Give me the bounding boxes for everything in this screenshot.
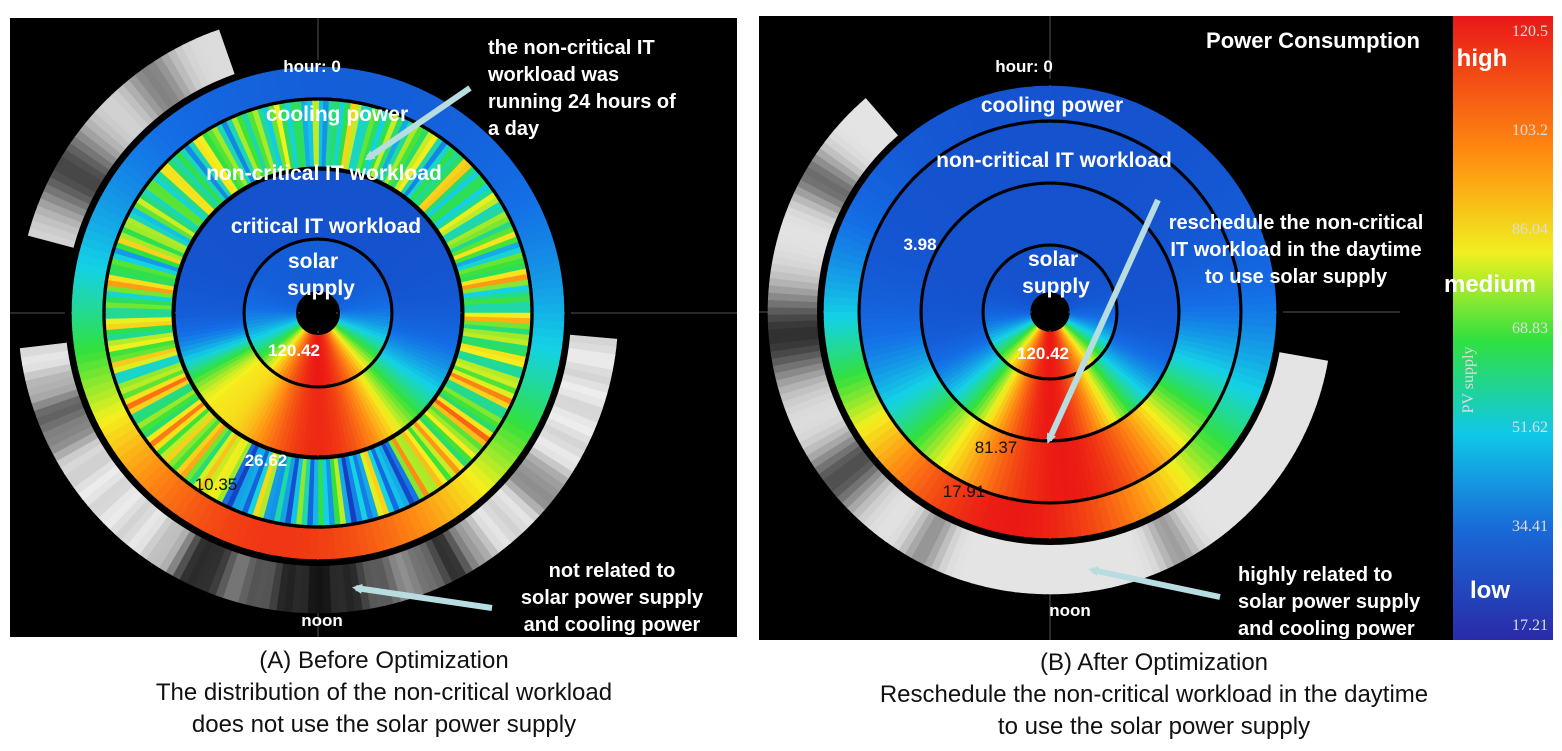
panel-b-value-label: 3.98 [903,235,936,254]
ring-separator [171,166,465,460]
ring-separator [857,119,1243,505]
panel-a-value-label: 10.35 [195,475,238,494]
colorbar-axis-label: PV supply [1460,347,1477,414]
panel-b-ring-label-cooling: cooling power [981,94,1123,117]
colorbar-level-medium: medium [1444,271,1536,298]
panel-a-caption-line: (A) Before Optimization [259,647,509,674]
panel-a-ring-label-noncritical: non-critical IT workload [206,162,442,185]
colorbar-ticks: 120.5 103.2 86.04 68.83 51.62 34.41 17.21 [1512,23,1548,634]
panel-b-annotation-highly-related: highly related to solar power supply and c… [1238,564,1421,640]
colorbar-tick-label: 51.62 [1512,419,1548,436]
ring-separator [65,60,571,566]
annotation-line: solar power supply [1238,591,1421,613]
panel-a-noon-label: noon [301,611,343,630]
panel-b-caption: (B) After Optimization Reschedule the no… [760,647,1548,743]
panel-a-supply-word: supply [287,277,355,300]
heatmap-cell [1241,303,1277,314]
annotation-line: highly related to [1238,564,1392,586]
colorbar-level-low: low [1470,577,1510,604]
panel-b-value-label: 17.91 [943,482,986,501]
colorbar-tick-label: 103.2 [1512,122,1548,139]
panel-b-arrow-top [1046,198,1161,444]
colorbar-level-high: high [1457,45,1508,72]
panel-a-caption-line: does not use the solar power supply [191,711,577,738]
annotation-line: IT workload in the daytime [1170,239,1421,261]
panel-b-solar-word: solar [1028,248,1078,271]
panel-b-noon-label: noon [1049,601,1091,620]
panel-b-hour-label: hour: 0 [995,57,1053,76]
panel-a-solar-word: solar [288,250,338,273]
annotation-line: the non-critical IT [488,37,655,59]
annotation-line: not related to [549,560,676,582]
panel-b-caption-line: to use the solar power supply [997,713,1311,740]
panel-a-ring-label-solar: solar supply [287,250,355,300]
panel-a-radial-heatmap [19,29,618,614]
panel-a-caption: (A) Before Optimization The distribution… [10,645,758,741]
heatmap-cell [309,66,320,98]
colorbar-tick-label: 86.04 [1512,221,1548,238]
colorbar-gradient [1453,16,1553,640]
annotation-line: and cooling power [524,614,701,636]
panel-a-arrow-bottom [352,583,493,611]
panel-a-value-label: 26.62 [245,451,288,470]
center-hole [1032,294,1068,330]
annotation-line: running 24 hours of [488,91,676,113]
panel-a-arrow-top [364,85,472,161]
heatmap-cell [823,310,859,321]
panel-a-annotation-noncritical: the non-critical IT workload was running 2… [487,37,676,140]
heatmap-cell [533,304,565,315]
panel-b-supply-word: supply [1022,275,1090,298]
annotation-line: solar power supply [521,587,704,609]
heatmap-cell [316,528,327,560]
colorbar-tick-label: 68.83 [1512,320,1548,337]
annotation-line: a day [488,118,540,140]
colorbar-tick-label: 34.41 [1512,518,1548,535]
annotation-line: reschedule the non-critical [1169,212,1424,234]
colorbar-tick-label: 120.5 [1512,23,1548,40]
center-hole [300,295,336,331]
panel-b-caption-line: Reschedule the non-critical workload in … [879,681,1429,708]
panel-a-annotation-not-related: not related to solar power supply and cool… [521,560,704,636]
annotation-line: to use solar supply [1205,266,1388,288]
panel-b-annotation-reschedule: reschedule the non-critical IT workload i… [1169,212,1424,288]
annotation-line: workload was [487,64,619,86]
ring-separator [242,237,394,389]
annotation-line: and cooling power [1238,618,1415,640]
panel-b-caption-line: (B) After Optimization [1039,649,1269,676]
panel-a-ring-label-critical: critical IT workload [231,215,421,238]
panel-b-value-label: 81.37 [975,438,1018,457]
panel-b-arrow-bottom [1088,566,1221,600]
heatmap-cell [1048,503,1059,539]
colorbar-tick-label: 17.21 [1512,617,1548,634]
panel-a-hour-label: hour: 0 [283,57,341,76]
panel-a-caption-line: The distribution of the non-critical wor… [155,679,613,706]
panel-b-ring-label-noncritical: non-critical IT workload [936,149,1172,172]
panel-a-value-label: 120.42 [268,341,320,360]
panel-a-ring-label-cooling: cooling power [266,103,408,126]
panel-b-value-label: 120.42 [1017,344,1069,363]
ring-separator [296,291,340,335]
heatmap-cell [71,311,103,322]
ring-separator [102,97,534,529]
heatmap-cell [1046,246,1051,293]
panel-b-ring-label-solar: solar supply [1022,248,1090,298]
ring-separator [817,79,1283,545]
colorbar-title: Power Consumption [1206,28,1420,53]
ring-separator [981,243,1119,381]
